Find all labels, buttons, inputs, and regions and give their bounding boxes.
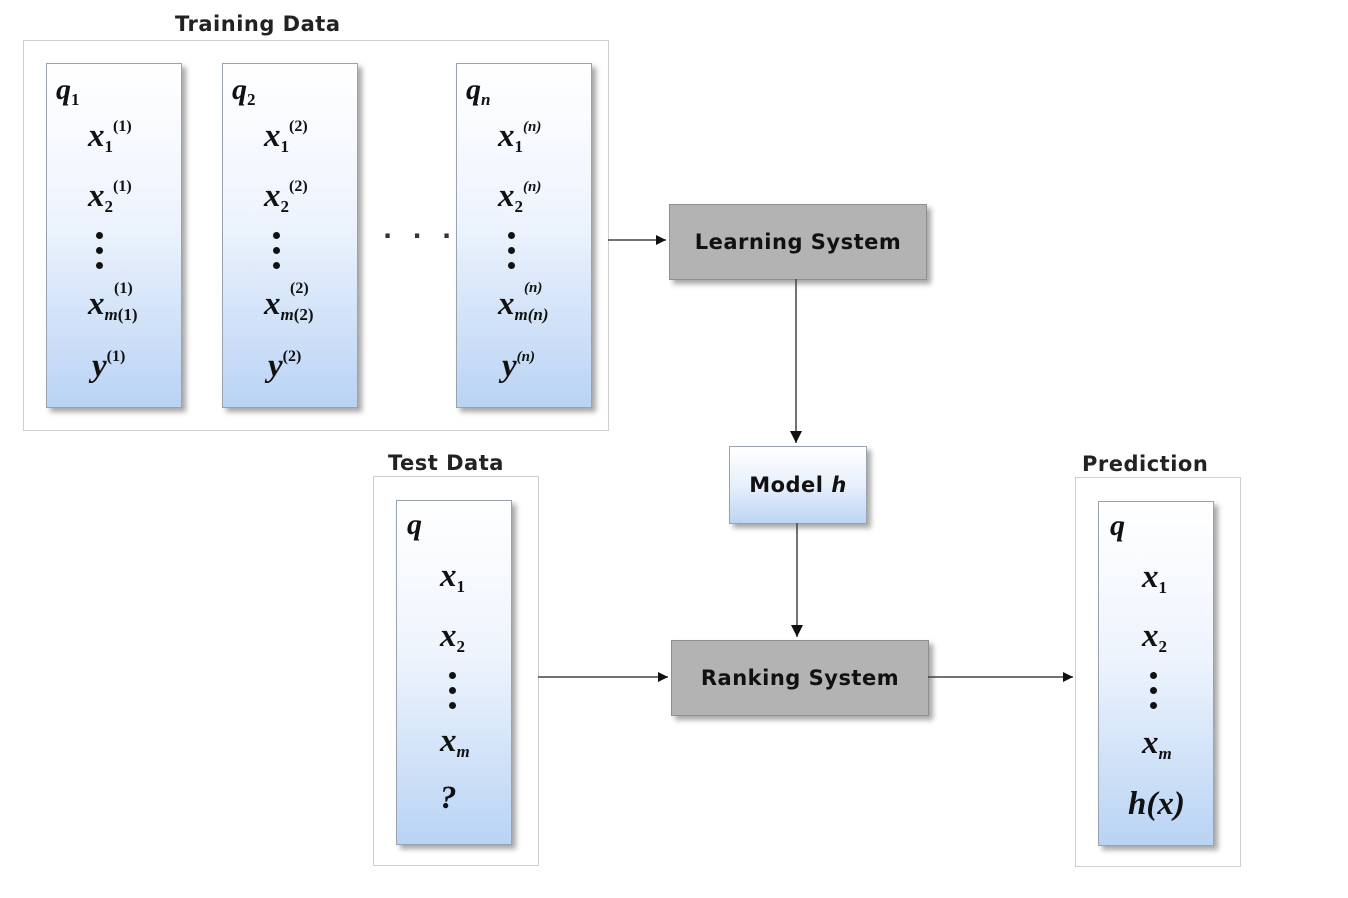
query-label-2: q2	[232, 73, 256, 109]
prediction-title: Prediction	[1082, 452, 1209, 476]
prediction-score-label: h(x)	[1128, 786, 1185, 822]
vertical-ellipsis-test	[446, 672, 458, 717]
label-y-col1: y(1)	[92, 348, 126, 384]
label-y-coln: y(n)	[502, 348, 535, 384]
test-doc-x2: x2	[440, 618, 465, 656]
doc-x1-col1: x1(1)	[88, 118, 132, 156]
doc-x2-col2: x2(2)	[264, 178, 308, 216]
label-y-col2: y(2)	[268, 348, 302, 384]
doc-xm-coln: xm(n)(n)	[498, 280, 549, 324]
prediction-doc-xm: xm	[1142, 725, 1172, 763]
prediction-query-label: q	[1110, 509, 1125, 542]
test-data-title: Test Data	[388, 451, 504, 475]
doc-x1-coln: x1(n)	[498, 118, 542, 156]
query-column-2	[222, 63, 358, 408]
model-label: Model	[749, 473, 824, 497]
vertical-ellipsis-col2	[270, 232, 282, 277]
test-query-label: q	[407, 508, 422, 541]
doc-x1-col2: x1(2)	[264, 118, 308, 156]
prediction-doc-x1: x1	[1142, 559, 1167, 597]
test-doc-xm: xm	[440, 723, 470, 761]
doc-xm-col1: xm(1)(1)	[88, 280, 138, 324]
query-label-1: q1	[56, 73, 80, 109]
training-data-title: Training Data	[175, 12, 341, 36]
doc-x2-col1: x2(1)	[88, 178, 132, 216]
query-label-n: qn	[466, 73, 491, 109]
horizontal-ellipsis: · · ·	[383, 222, 458, 250]
test-unknown-label: ?	[440, 780, 457, 816]
prediction-doc-x2: x2	[1142, 618, 1167, 656]
model-h-box: Model h	[729, 446, 867, 524]
doc-x2-coln: x2(n)	[498, 178, 542, 216]
vertical-ellipsis-prediction	[1147, 672, 1159, 717]
query-column-n	[456, 63, 592, 408]
vertical-ellipsis-col1	[93, 232, 105, 277]
query-column-1	[46, 63, 182, 408]
model-h-symbol: h	[831, 473, 847, 497]
test-doc-x1: x1	[440, 558, 465, 596]
doc-xm-col2: xm(2)(2)	[264, 280, 314, 324]
ranking-system-box: Ranking System	[671, 640, 929, 716]
vertical-ellipsis-coln	[505, 232, 517, 277]
learning-system-box: Learning System	[669, 204, 927, 280]
